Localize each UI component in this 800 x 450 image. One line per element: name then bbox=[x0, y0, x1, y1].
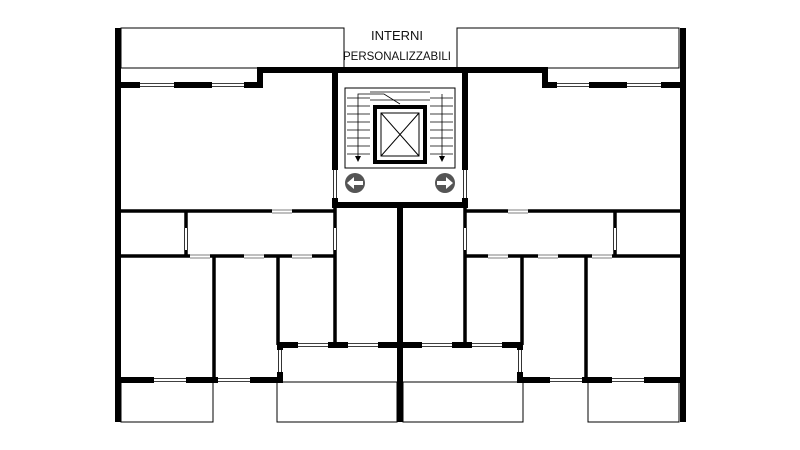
stair-direction-arrow bbox=[357, 93, 443, 160]
window-south-left-1 bbox=[154, 377, 186, 383]
window-north-left-1 bbox=[140, 82, 174, 88]
opening-south-right-bath bbox=[517, 350, 523, 372]
label-line-2: PERSONALIZZABILI bbox=[343, 51, 451, 63]
door-left-room-3 bbox=[292, 254, 312, 259]
window-south-left-2 bbox=[218, 377, 250, 383]
opening-south-left-bath bbox=[277, 350, 283, 372]
opening-left-hall bbox=[332, 228, 338, 250]
window-south-center-4 bbox=[472, 342, 502, 348]
arrow-left-icon bbox=[345, 173, 365, 193]
window-south-center-1 bbox=[298, 342, 328, 348]
window-south-center-3 bbox=[422, 342, 452, 348]
balcony-top-right bbox=[456, 27, 680, 69]
window-south-right-1 bbox=[550, 377, 582, 383]
label-line-1: INTERNI bbox=[371, 28, 423, 43]
window-north-left-2 bbox=[212, 82, 244, 88]
arrow-right-icon bbox=[435, 173, 455, 193]
stair-arrow-head-right bbox=[439, 156, 445, 162]
opening-left-closet bbox=[183, 228, 189, 250]
stair-arrow-head bbox=[355, 156, 361, 162]
door-right-corridor bbox=[508, 209, 528, 214]
opening-right-hall bbox=[462, 228, 468, 250]
window-north-right-1 bbox=[557, 82, 589, 88]
window-south-right-2 bbox=[612, 377, 644, 383]
door-right-room-2 bbox=[538, 254, 558, 259]
door-left-corridor bbox=[272, 209, 292, 214]
opening-right-closet bbox=[612, 228, 618, 250]
opening-core-right bbox=[462, 170, 468, 198]
door-left-room-2 bbox=[244, 254, 264, 259]
door-right-room-3 bbox=[592, 254, 612, 259]
window-south-center-2 bbox=[348, 342, 378, 348]
elevator-icon bbox=[373, 105, 427, 164]
stairwell-outline bbox=[344, 87, 456, 169]
opening-core-left bbox=[332, 170, 338, 198]
windows bbox=[140, 82, 661, 383]
stair-steps bbox=[347, 91, 453, 155]
stair-core bbox=[344, 87, 456, 169]
window-north-right-2 bbox=[627, 82, 661, 88]
door-right-room-1 bbox=[488, 254, 508, 259]
door-left-room-1 bbox=[190, 254, 210, 259]
